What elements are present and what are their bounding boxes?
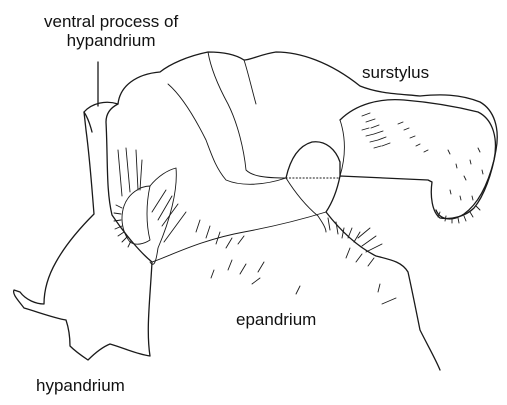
- surstylus-outline: [340, 100, 495, 219]
- epandrium-label: epandrium: [236, 310, 316, 329]
- bristle-pad-outline: [122, 186, 150, 244]
- cercus-lobe: [286, 142, 340, 178]
- surstylus-setae: [362, 113, 483, 200]
- sclerite-setae: [152, 190, 186, 242]
- hypandrium-outline: [14, 102, 152, 360]
- ventral-process-label: ventral process of hypandrium: [44, 12, 178, 50]
- surstylus-inner-line: [340, 120, 345, 176]
- ventral-process-label-line2: hypandrium: [67, 31, 156, 50]
- cercus-extension: [286, 178, 326, 232]
- epandrium-setae: [196, 218, 396, 304]
- epandrium-hook: [244, 60, 256, 104]
- surstylus-label: surstylus: [362, 63, 429, 82]
- epandrium-inner-fold: [168, 84, 286, 184]
- inner-sclerite: [150, 168, 176, 264]
- ventral-process-label-line1: ventral process of: [44, 12, 178, 31]
- epandrium-lower-margin: [152, 212, 326, 262]
- hypandrium-label: hypandrium: [36, 376, 125, 395]
